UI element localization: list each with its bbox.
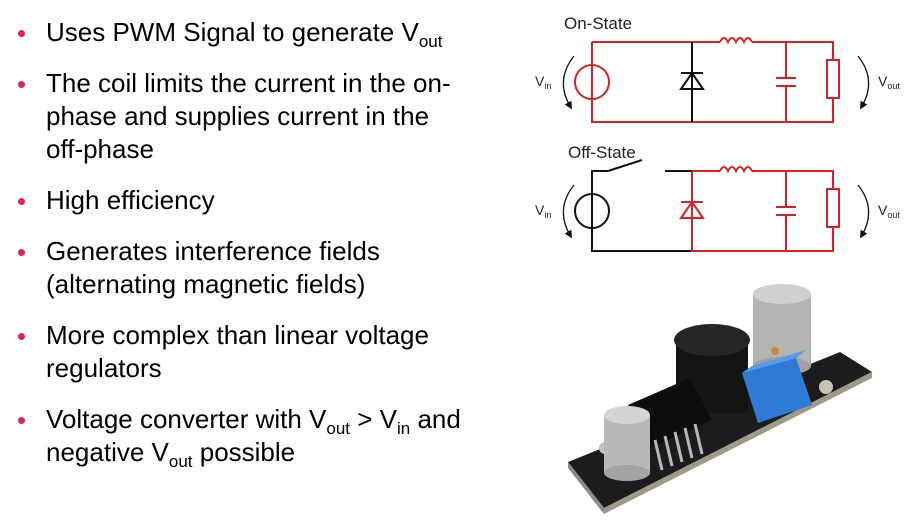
subscript: out bbox=[168, 452, 193, 471]
bullet-line: Uses PWM Signal to generate Vout bbox=[46, 16, 443, 51]
wire bbox=[691, 170, 834, 252]
vout-arrow-icon bbox=[857, 184, 870, 239]
capacitor-top bbox=[753, 284, 811, 304]
bullet-line: Voltage converter with Vout > Vin and bbox=[46, 403, 461, 438]
capacitor-top bbox=[604, 406, 650, 424]
vout-label: Vout bbox=[878, 202, 900, 220]
capacitor-icon bbox=[776, 42, 796, 122]
bullet-line: More complex than linear voltage bbox=[46, 320, 429, 350]
capacitor-base bbox=[604, 465, 650, 481]
text: and bbox=[410, 404, 461, 434]
text: negative V bbox=[46, 437, 169, 467]
inductor-top bbox=[674, 324, 750, 356]
potentiometer-top bbox=[742, 350, 806, 373]
bullet-line: phase and supplies current in the bbox=[46, 101, 430, 131]
bullet-line: High efficiency bbox=[46, 185, 215, 215]
pcb-edge bbox=[604, 372, 872, 514]
voltage-source-icon bbox=[574, 64, 610, 100]
text: Voltage converter with V bbox=[46, 404, 327, 434]
bullet-line: regulators bbox=[46, 353, 162, 383]
diode-branch bbox=[679, 42, 705, 122]
text: Uses PWM Signal to generate V bbox=[46, 17, 419, 47]
vin-label: Vin bbox=[535, 202, 551, 220]
vout-arrow-icon bbox=[857, 55, 870, 110]
active-circuit bbox=[574, 37, 840, 123]
resistor-icon bbox=[826, 188, 840, 228]
inductor-icon bbox=[719, 37, 753, 45]
wire bbox=[591, 170, 692, 252]
potentiometer bbox=[742, 358, 812, 423]
wire bbox=[591, 41, 834, 123]
bullet-line: off-phase bbox=[46, 134, 154, 164]
bullet-dot bbox=[18, 81, 25, 88]
off-state-label: Off-State bbox=[568, 143, 636, 162]
on-state-diagram: On-State Vin Vout bbox=[535, 14, 900, 123]
subscript: out bbox=[326, 419, 351, 438]
bullet-dot bbox=[18, 333, 25, 340]
vin-arrow-icon bbox=[562, 55, 575, 110]
active-circuit bbox=[679, 166, 840, 252]
capacitor-icon bbox=[776, 171, 796, 251]
voltage-source-icon bbox=[574, 193, 610, 229]
bullet-line: The coil limits the current in the on- bbox=[46, 68, 451, 98]
bullet-line: Generates interference fields bbox=[46, 236, 380, 266]
mounting-hole bbox=[819, 380, 833, 394]
large-capacitor bbox=[753, 294, 811, 366]
off-state-diagram: Off-State Vin Vout bbox=[535, 143, 900, 252]
bullet-dot bbox=[18, 417, 25, 424]
diode-icon bbox=[679, 71, 705, 90]
resistor-icon bbox=[826, 59, 840, 99]
small-capacitor bbox=[604, 415, 650, 473]
bullet-line: (alternating magnetic fields) bbox=[46, 269, 366, 299]
ic-pins bbox=[653, 423, 704, 471]
vout-label: Vout bbox=[878, 73, 900, 91]
switch-icon bbox=[607, 159, 643, 172]
on-state-label: On-State bbox=[564, 14, 632, 33]
text: possible bbox=[192, 437, 296, 467]
bullet-dot bbox=[18, 249, 25, 256]
potentiometer-screw bbox=[771, 347, 779, 355]
bullet-dot bbox=[18, 198, 25, 205]
bullet-line: negative Vout possible bbox=[46, 436, 296, 471]
converter-module-photo bbox=[568, 284, 872, 514]
subscript: in bbox=[397, 419, 411, 438]
bullet-dot bbox=[18, 30, 25, 37]
inductor-icon bbox=[719, 166, 753, 174]
diode-icon bbox=[679, 200, 705, 219]
vin-arrow-icon bbox=[562, 184, 575, 239]
text: > V bbox=[350, 404, 398, 434]
inactive-circuit bbox=[574, 159, 692, 252]
subscript: out bbox=[418, 32, 443, 51]
vin-label: Vin bbox=[535, 73, 551, 91]
pcb-edge bbox=[568, 462, 604, 514]
